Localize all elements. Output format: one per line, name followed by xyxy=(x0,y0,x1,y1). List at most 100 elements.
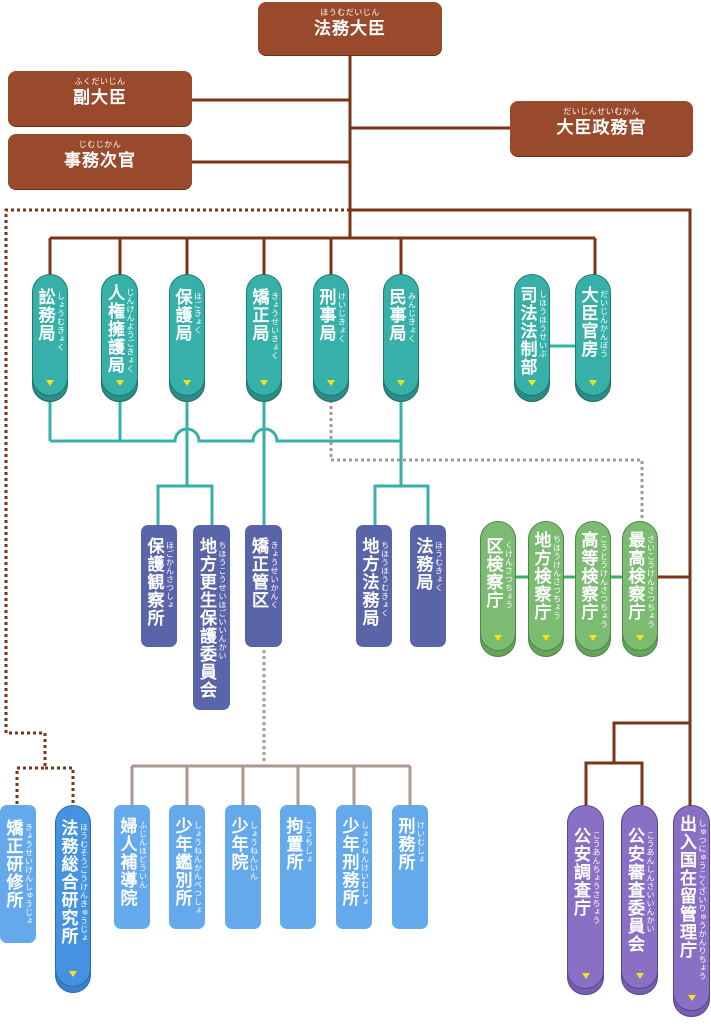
bureau-ruby: じんけんようごきょく xyxy=(126,288,135,373)
facility-womens-guidance-home[interactable]: 婦人補導院ふじんほどういん xyxy=(114,805,150,929)
node-body xyxy=(514,274,550,396)
bureau-ruby: みんじきょく xyxy=(407,292,417,343)
line-research-dotted xyxy=(4,208,350,805)
external-agency-name: 出入国在留管理庁 xyxy=(676,815,696,959)
expand-arrow-icon[interactable] xyxy=(260,380,268,386)
expand-arrow-icon[interactable] xyxy=(581,973,590,979)
prosecutor-ruby: さいこうけんさつちょう xyxy=(646,535,656,629)
local-district-legal-affairs[interactable]: 地方法務局ちほうほうむきょく xyxy=(356,525,392,647)
prosecutor-ruby: くけんさつちょう xyxy=(504,541,514,609)
node-body xyxy=(673,805,710,1011)
node-body xyxy=(528,521,564,651)
node-body xyxy=(225,805,261,929)
bureau-ministers-secretariat[interactable]: 大臣官房だいじんかんぼう xyxy=(575,274,611,402)
expand-arrow-icon[interactable] xyxy=(542,635,550,641)
bureau-name: 訟務局 xyxy=(34,288,55,342)
node-body xyxy=(246,274,282,396)
expand-arrow-icon[interactable] xyxy=(687,995,696,1001)
administrative-vice-ruby: じむじかん xyxy=(78,140,122,149)
bureau-judicial-system[interactable]: 司法法制部しほうほうせいぶ xyxy=(514,274,550,402)
parliamentary-secretary-box[interactable]: だいじんせいむかん 大臣政務官 xyxy=(510,101,693,156)
bureau-ruby: だいじんかんぼう xyxy=(599,290,609,358)
facility-detention-house[interactable]: 拘置所こうちしょ xyxy=(280,805,316,929)
research-name: 法務総合研究所 xyxy=(57,819,78,945)
expand-arrow-icon[interactable] xyxy=(397,380,405,386)
bureau-ruby: しほうほうせいぶ xyxy=(538,290,548,358)
facility-ruby: しょうねんいん xyxy=(249,821,259,881)
bureau-ruby: ほごきょく xyxy=(193,292,203,335)
prosecutor-high[interactable]: 高等検察庁こうとうけんさつちょう xyxy=(575,521,611,657)
external-agency-name: 公安審査委員会 xyxy=(624,827,644,953)
local-parole-board[interactable]: 地方更生保護委員会ちほうこうせいほごいいんかい xyxy=(193,525,230,710)
prosecutor-name: 最高検察庁 xyxy=(624,531,645,621)
expand-arrow-icon[interactable] xyxy=(589,635,597,641)
expand-arrow-icon[interactable] xyxy=(46,380,54,386)
local-organ-name: 矯正管区 xyxy=(248,537,268,609)
research-ruby: きょうせいけんしゅうじょ xyxy=(24,823,34,925)
prosecutor-supreme[interactable]: 最高検察庁さいこうけんさつちょう xyxy=(622,521,658,657)
research-name: 矯正研修所 xyxy=(2,819,23,909)
facility-name: 少年院 xyxy=(227,817,248,871)
node-body xyxy=(32,274,68,396)
facility-juvenile-prison[interactable]: 少年刑務所しょうねんけいむしょ xyxy=(336,805,372,929)
node-body xyxy=(101,274,138,396)
expand-arrow-icon[interactable] xyxy=(494,635,502,641)
line-bureau-local-bus xyxy=(50,427,401,443)
bureau-correction[interactable]: 矯正局きょうせいきょく xyxy=(246,274,282,402)
bureau-human-rights[interactable]: 人権擁護局じんけんようごきょく xyxy=(101,274,138,402)
local-legal-affairs-bureau[interactable]: 法務局ほうむきょく xyxy=(410,525,446,647)
bureau-criminal-affairs[interactable]: 刑事局けいじきょく xyxy=(313,274,349,402)
node-body xyxy=(114,805,150,929)
facility-ruby: ふじんほどういん xyxy=(138,821,148,889)
immigration-services-agency[interactable]: 出入国在留管理庁しゅつにゅうこくざいりゅうかんりちょう xyxy=(673,805,710,1017)
node-body xyxy=(575,274,611,396)
correction-training-institute[interactable]: 矯正研修所きょうせいけんしゅうじょ xyxy=(0,805,36,943)
bureau-litigation[interactable]: 訟務局しょうむきょく xyxy=(32,274,68,402)
expand-arrow-icon[interactable] xyxy=(636,635,644,641)
local-organ-ruby: ほごかんさつしょ xyxy=(165,541,175,609)
expand-arrow-icon[interactable] xyxy=(528,380,536,386)
parliamentary-secretary-name: 大臣政務官 xyxy=(556,118,647,138)
node-body xyxy=(0,805,36,943)
expand-arrow-icon[interactable] xyxy=(589,380,597,386)
prosecutor-summary[interactable]: 区検察庁くけんさつちょう xyxy=(480,521,516,657)
expand-arrow-icon[interactable] xyxy=(327,380,335,386)
minister-ruby: ほうむだいじん xyxy=(320,8,380,17)
bureau-name: 人権擁護局 xyxy=(104,284,124,374)
vice-minister-box[interactable]: ふくだいじん 副大臣 xyxy=(8,71,192,126)
facility-ruby: けいむしょ xyxy=(416,821,426,864)
node-body xyxy=(313,274,349,396)
prosecutor-ruby: ちほうけんさつちょう xyxy=(552,535,562,620)
external-agency-ruby: こうあんしんさいいんかい xyxy=(646,831,655,933)
bureau-name: 保護局 xyxy=(171,288,192,342)
facility-name: 婦人補導院 xyxy=(116,817,137,907)
line-right-branch xyxy=(350,208,692,930)
bureau-civil-affairs[interactable]: 民事局みんじきょく xyxy=(383,274,419,402)
research-training-institute[interactable]: 法務総合研究所ほうむそうごうけんきゅうじょ xyxy=(55,805,91,993)
facility-juvenile-training-school[interactable]: 少年院しょうねんいん xyxy=(225,805,261,929)
administrative-vice-box[interactable]: じむじかん 事務次官 xyxy=(8,134,192,189)
public-security-intelligence-agency[interactable]: 公安調査庁こうあんちょうさちょう xyxy=(567,805,604,995)
expand-arrow-icon[interactable] xyxy=(183,380,191,386)
expand-arrow-icon[interactable] xyxy=(635,973,644,979)
local-probation-office[interactable]: 保護観察所ほごかんさつしょ xyxy=(141,525,177,647)
local-organ-name: 地方更生保護委員会 xyxy=(196,537,216,699)
bureau-rehabilitation[interactable]: 保護局ほごきょく xyxy=(169,274,205,402)
local-correction-region[interactable]: 矯正管区きょうせいかんく xyxy=(245,525,282,647)
facility-ruby: こうちしょ xyxy=(304,821,314,864)
facility-prison[interactable]: 刑務所けいむしょ xyxy=(392,805,428,929)
node-body xyxy=(383,274,419,396)
node-body xyxy=(575,521,611,651)
expand-arrow-icon[interactable] xyxy=(115,380,124,386)
facility-name: 少年鑑別所 xyxy=(171,817,192,907)
vice-minister-name: 副大臣 xyxy=(73,88,127,108)
minister-box[interactable]: ほうむだいじん 法務大臣 xyxy=(258,2,442,55)
node-body xyxy=(141,525,177,647)
prosecutor-district[interactable]: 地方検察庁ちほうけんさつちょう xyxy=(528,521,564,657)
node-body xyxy=(621,805,658,989)
node-body xyxy=(193,525,230,710)
local-organ-ruby: きょうせいかんく xyxy=(270,541,279,609)
expand-arrow-icon[interactable] xyxy=(69,971,77,977)
public-security-examination-commission[interactable]: 公安審査委員会こうあんしんさいいんかい xyxy=(621,805,658,995)
facility-juvenile-classification[interactable]: 少年鑑別所しょうねんかんべつしょ xyxy=(169,805,205,929)
